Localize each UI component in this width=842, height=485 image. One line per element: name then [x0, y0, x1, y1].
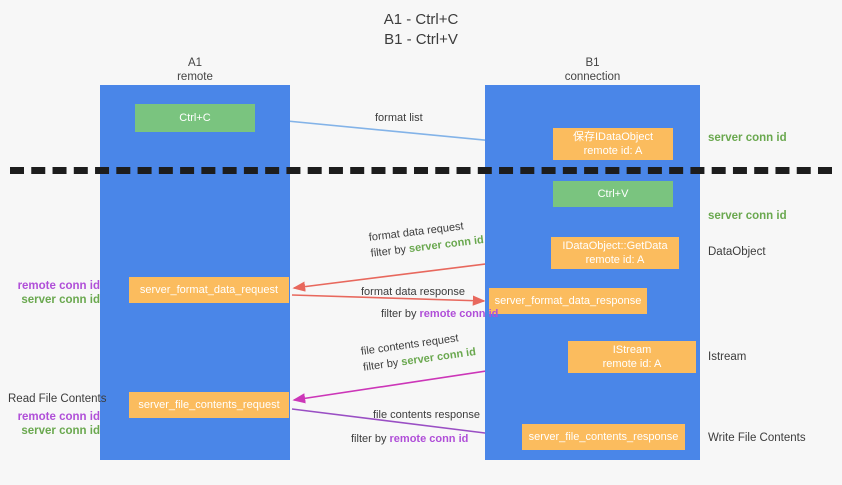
edge-label-format-list: format list — [375, 111, 423, 126]
label-server-conn-id-file: server conn id — [21, 425, 100, 437]
edge-label-file-contents-response: file contents response filter by remote … — [351, 408, 481, 447]
lane-a1-role: remote — [177, 71, 213, 83]
phase-separator-divider — [10, 167, 832, 174]
label-istream: Istream — [708, 351, 747, 363]
lane-a1-name: A1 — [187, 57, 203, 69]
arrow-file-contents-response — [291, 408, 519, 441]
label-conn-ids-format: remote conn id server conn id — [8, 279, 100, 307]
label-server-conn-id-top: server conn id — [708, 132, 787, 144]
edge-fdresp-filter-prefix: filter by — [381, 308, 420, 320]
node-ctrl-v[interactable]: Ctrl+V — [553, 181, 673, 207]
edge-fdresp-line2: filter by remote conn id — [381, 307, 498, 322]
node-save-idataobject-line1: 保存IDataObject — [572, 131, 654, 143]
edge-label-format-data-response: format data response filter by remote co… — [361, 285, 498, 322]
edge-fcreq-filter-prefix: filter by — [362, 356, 403, 374]
title-line-2: B1 - Ctrl+V — [384, 31, 458, 48]
node-save-idataobject[interactable]: 保存IDataObject remote id: A — [553, 128, 673, 160]
edge-fdresp-line1: format data response — [361, 286, 465, 298]
node-ctrl-c[interactable]: Ctrl+C — [135, 104, 255, 132]
node-ctrl-v-label: Ctrl+V — [597, 188, 629, 200]
page-title: A1 - Ctrl+C B1 - Ctrl+V — [0, 10, 842, 50]
edge-fcresp-line2: filter by remote conn id — [351, 432, 480, 447]
edge-fcresp-line1: file contents response — [373, 409, 481, 421]
node-server-format-data-response-label: server_format_data_response — [494, 295, 642, 307]
node-server-format-data-request-label: server_format_data_request — [139, 284, 279, 296]
node-server-file-contents-response[interactable]: server_file_contents_response — [522, 424, 685, 450]
lane-header-b1: B1 connection — [485, 56, 700, 84]
node-server-format-data-response[interactable]: server_format_data_response — [489, 288, 647, 314]
label-remote-conn-id-file: remote conn id — [17, 411, 100, 423]
edge-fdresp-filter-value: remote conn id — [419, 308, 499, 320]
node-save-idataobject-line2: remote id: A — [583, 145, 643, 157]
node-server-file-contents-response-label: server_file_contents_response — [528, 431, 679, 443]
label-read-file-contents: Read File Contents — [8, 393, 107, 405]
label-server-conn-id-mid: server conn id — [708, 210, 787, 222]
node-istream-line2: remote id: A — [602, 358, 662, 370]
lane-b1-name: B1 — [585, 57, 600, 69]
arrow-format-data-response — [291, 294, 486, 306]
edge-fdreq-filter-prefix: filter by — [370, 243, 410, 260]
edge-format-list-text: format list — [375, 112, 423, 124]
edge-fcresp-filter-prefix: filter by — [351, 433, 390, 445]
node-server-file-contents-request[interactable]: server_file_contents_request — [129, 392, 289, 418]
title-line-1: A1 - Ctrl+C — [383, 11, 459, 28]
label-dataobject: DataObject — [708, 246, 766, 258]
node-server-format-data-request[interactable]: server_format_data_request — [129, 277, 289, 303]
label-remote-conn-id-format: remote conn id — [17, 280, 100, 292]
label-write-file-contents: Write File Contents — [708, 432, 806, 444]
label-server-conn-id-format: server conn id — [21, 294, 100, 306]
node-idataobject-getdata[interactable]: IDataObject::GetData remote id: A — [551, 237, 679, 269]
node-server-file-contents-request-label: server_file_contents_request — [138, 399, 280, 411]
node-istream[interactable]: IStream remote id: A — [568, 341, 696, 373]
node-ctrl-c-label: Ctrl+C — [179, 112, 211, 124]
lane-header-a1: A1 remote — [100, 56, 290, 84]
node-istream-line1: IStream — [612, 344, 652, 356]
node-getdata-line1: IDataObject::GetData — [562, 240, 668, 252]
edge-fcresp-filter-value: remote conn id — [389, 433, 469, 445]
lane-b1-role: connection — [564, 71, 621, 83]
node-getdata-line2: remote id: A — [585, 254, 645, 266]
label-conn-ids-file: remote conn id server conn id — [8, 410, 100, 438]
